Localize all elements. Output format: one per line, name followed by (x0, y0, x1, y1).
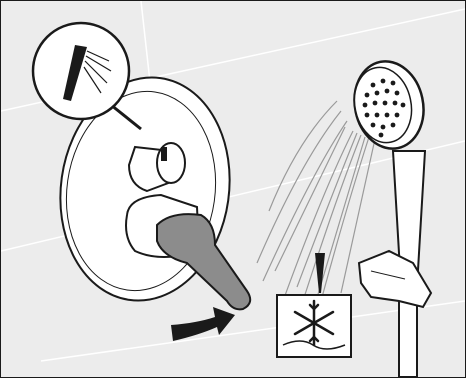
curved-arrow-icon (171, 307, 235, 341)
water-spray (257, 101, 375, 311)
